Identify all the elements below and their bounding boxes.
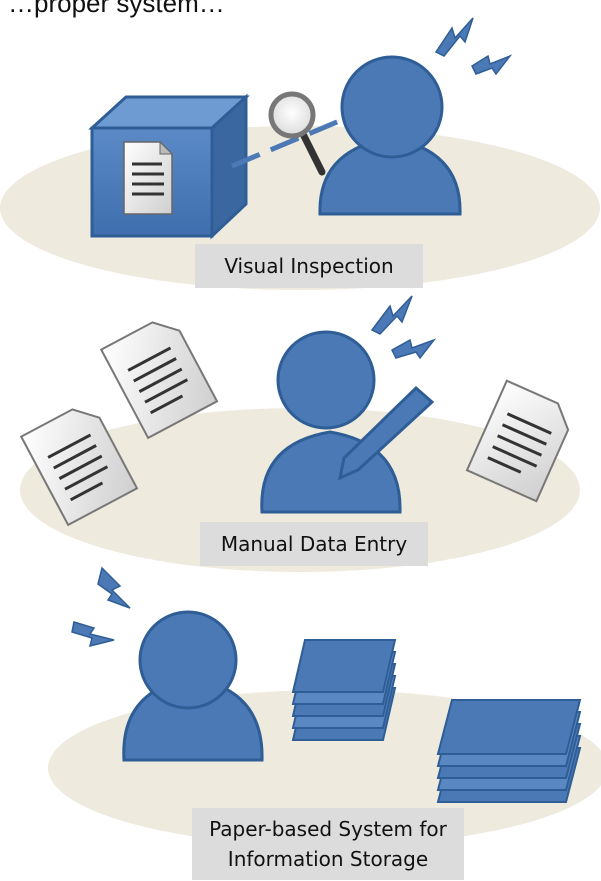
paper-icon-3	[465, 379, 570, 503]
label-box-2	[200, 522, 428, 566]
document-box	[88, 93, 250, 240]
lightning-icon	[370, 295, 437, 360]
panel-paper-based-system: Paper-based System for Information Stora…	[48, 566, 601, 880]
paper-stack-icon-1	[291, 639, 397, 741]
lightning-icon	[434, 17, 513, 76]
sight-line	[231, 111, 357, 169]
pen-icon	[337, 385, 435, 481]
magnifier-icon	[268, 91, 326, 176]
label-box-1	[195, 244, 423, 288]
cropped-title: …proper system…	[0, 0, 601, 40]
label-visual-inspection: Visual Inspection	[224, 254, 393, 278]
label-manual-data-entry: Manual Data Entry	[221, 532, 408, 556]
label-paper-based-line1: Paper-based System for	[209, 817, 448, 841]
panel-visual-inspection: Visual Inspection	[0, 17, 600, 290]
paper-stack-icon-2	[436, 699, 582, 803]
panel-manual-data-entry: Manual Data Entry	[19, 295, 580, 572]
label-paper-based-line2: Information Storage	[228, 847, 428, 871]
lightning-icon	[71, 566, 131, 648]
paper-icon-1	[99, 321, 219, 440]
person-icon	[122, 610, 264, 762]
person-icon	[318, 55, 462, 216]
document-icon	[123, 140, 174, 215]
cropped-title-text: …proper system…	[8, 0, 225, 18]
paper-icon-2	[19, 408, 139, 527]
label-box-3	[192, 808, 464, 880]
